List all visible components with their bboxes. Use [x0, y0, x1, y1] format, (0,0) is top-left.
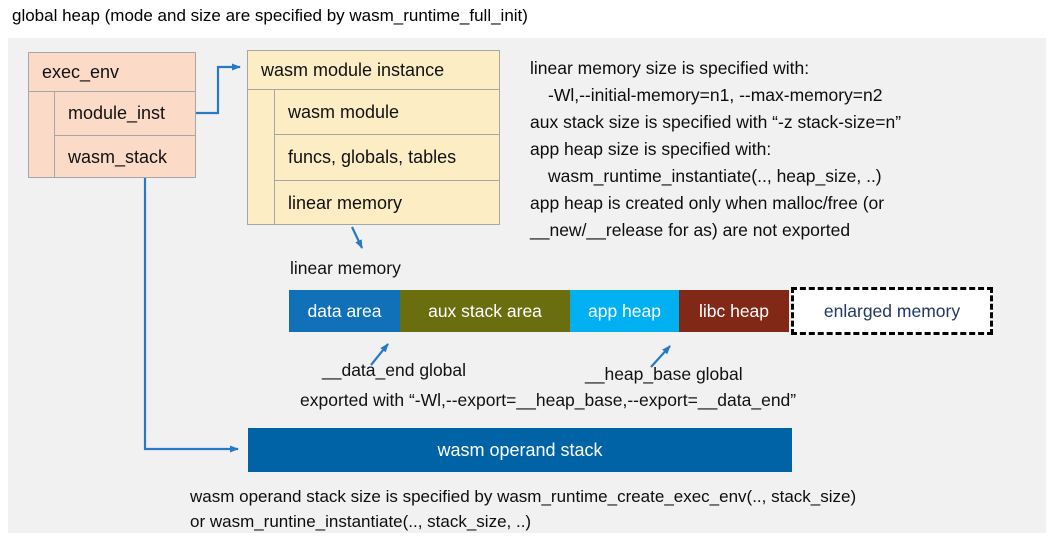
note-line: -Wl,--initial-memory=n1, --max-memory=n2 [548, 85, 883, 105]
segment-data-area: data area [289, 290, 400, 332]
linear-memory-label: linear memory [290, 258, 401, 278]
note-line: app heap size is specified with: [530, 139, 772, 159]
heap-base-global-label: __heap_base global [585, 364, 743, 384]
exec-env-field-module-inst: module_inst [55, 92, 195, 136]
export-flags-label: exported with “-Wl,--export=__heap_base,… [300, 390, 797, 410]
exec-env-field-wasm-stack: wasm_stack [68, 146, 168, 167]
field-funcs-globals-tables: funcs, globals, tables [275, 135, 499, 181]
exec-env-fields: module_inst wasm_stack [54, 92, 195, 177]
note-line: wasm_runtime_instantiate(.., heap_size, … [548, 166, 882, 186]
memory-size-notes: linear memory size is specified with: -W… [530, 55, 1042, 244]
operand-stack-notes: wasm operand stack size is specified by … [190, 484, 856, 534]
segment-libc-heap: libc heap [679, 290, 789, 332]
segment-enlarged-memory: enlarged memory [791, 287, 993, 335]
wasm-module-instance-header: wasm module instance [248, 51, 499, 90]
note-line: aux stack size is specified with “-z sta… [530, 112, 902, 132]
diagram-title: global heap (mode and size are specified… [12, 6, 528, 25]
note-line: linear memory size is specified with: [530, 58, 810, 78]
field-linear-memory: linear memory [288, 192, 403, 213]
segment-aux-stack-area: aux stack area [400, 290, 570, 332]
segment-app-heap: app heap [570, 290, 679, 332]
note-line: __new/__release for as) are not exported [530, 220, 851, 240]
exec-env-header: exec_env [29, 53, 195, 92]
note-line: app heap is created only when malloc/fre… [530, 193, 885, 213]
note-line: wasm operand stack size is specified by … [190, 487, 857, 506]
data-end-global-label: __data_end global [322, 360, 467, 380]
wasm-module-instance-box: wasm module instance wasm module funcs, … [247, 50, 500, 225]
field-wasm-module: wasm module [275, 90, 499, 136]
note-line: or wasm_runtine_instantiate(.., stack_si… [190, 512, 532, 531]
wasm-module-instance-fields: wasm module funcs, globals, tables linea… [274, 90, 499, 224]
exec-env-box: exec_env module_inst wasm_stack [28, 52, 196, 178]
wasm-operand-stack-bar: wasm operand stack [248, 428, 792, 472]
